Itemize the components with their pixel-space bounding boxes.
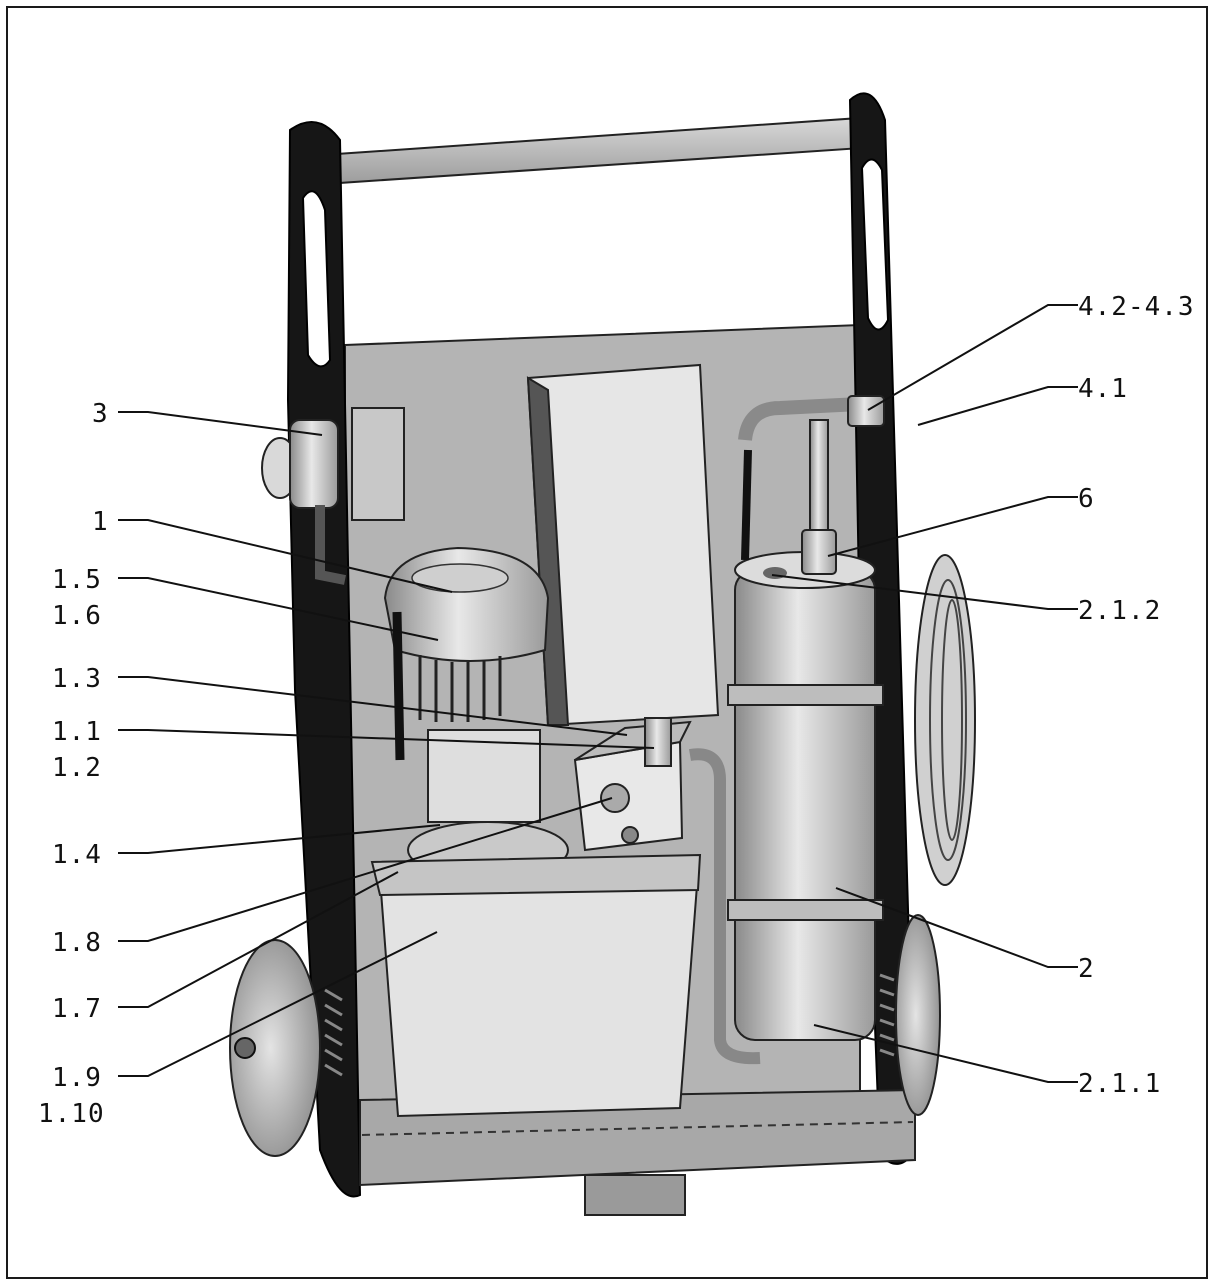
label-1-4: 1.4 — [52, 840, 102, 870]
label-1-7: 1.7 — [52, 994, 102, 1024]
label-3: 3 — [92, 399, 109, 429]
label-6: 6 — [1078, 484, 1095, 514]
label-2-1-2: 2.1.2 — [1078, 596, 1161, 626]
oil-tank — [378, 870, 700, 1118]
diagram-frame — [6, 6, 1208, 1279]
label-1-6: 1.6 — [52, 601, 102, 631]
label-1-5: 1.5 — [52, 565, 102, 595]
top-piping — [738, 395, 885, 575]
handle-bar — [320, 116, 864, 186]
callout-labels: 3 1 1.5 1.6 1.3 1.1 1.2 1.4 1.8 1.7 1.9 … — [38, 292, 1195, 1129]
motor-terminal-box — [427, 729, 541, 823]
filter-housing — [727, 551, 884, 1041]
label-4-2-4-3: 4.2-4.3 — [1078, 292, 1195, 322]
label-1: 1 — [92, 507, 109, 537]
wheel-left — [229, 939, 321, 1157]
label-1-8: 1.8 — [52, 928, 102, 958]
label-1-9: 1.9 — [52, 1063, 102, 1093]
label-1-3: 1.3 — [52, 664, 102, 694]
machine-illustration — [229, 92, 976, 1216]
valve-3 — [261, 419, 346, 585]
switch-box — [351, 407, 405, 521]
label-4-1: 4.1 — [1078, 374, 1128, 404]
right-handle-hole — [860, 158, 890, 331]
label-2-1-1: 2.1.1 — [1078, 1069, 1161, 1099]
label-2: 2 — [1078, 954, 1095, 984]
label-1-2: 1.2 — [52, 753, 102, 783]
wheel-right — [895, 914, 941, 1116]
left-side-plate — [286, 121, 362, 1198]
leader-lines — [118, 304, 1078, 1083]
label-1-10: 1.10 — [38, 1099, 105, 1129]
left-handle-hole — [301, 190, 332, 368]
label-1-1: 1.1 — [52, 717, 102, 747]
base-foot — [584, 1174, 686, 1216]
